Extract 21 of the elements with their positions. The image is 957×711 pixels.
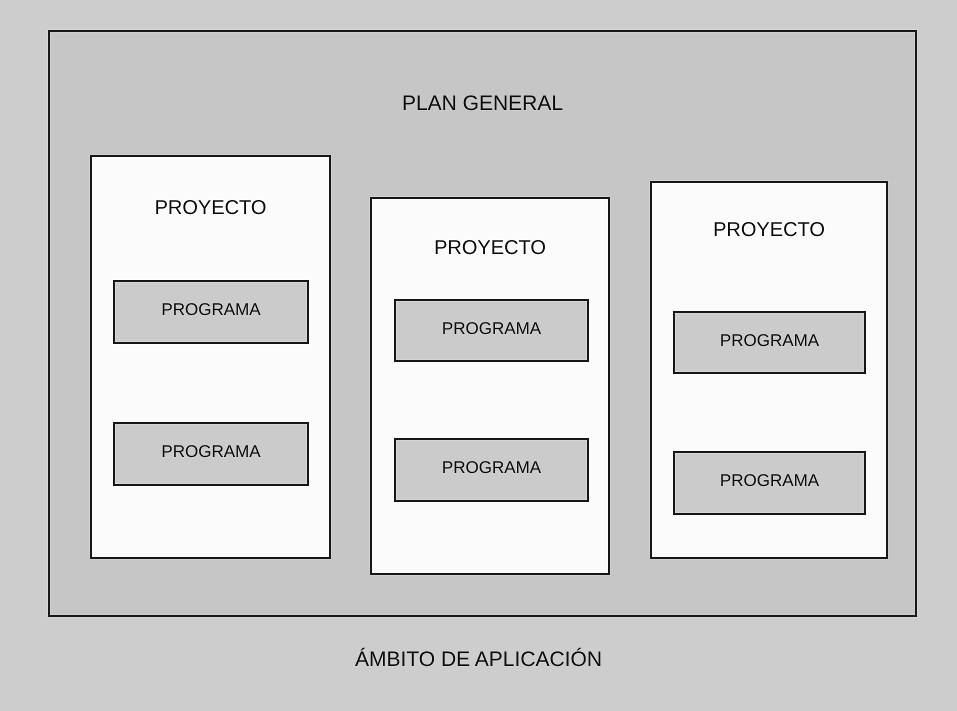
- node-label: PROYECTO: [154, 197, 268, 220]
- node-label: PROGRAMA: [440, 458, 542, 478]
- project-box: [90, 155, 331, 559]
- project-box: [650, 181, 888, 559]
- program-box: [394, 299, 589, 362]
- node-label: ÁMBITO DE APLICACIÓN: [354, 648, 603, 672]
- program-box: [673, 311, 866, 374]
- program-box: [394, 438, 589, 502]
- node-label: PROGRAMA: [718, 331, 820, 351]
- node-label: PROYECTO: [433, 237, 547, 260]
- node-label: PROGRAMA: [718, 471, 820, 491]
- node-label: PLAN GENERAL: [400, 92, 564, 116]
- node-label: PROGRAMA: [160, 442, 262, 462]
- program-box: [113, 280, 309, 344]
- program-box: [113, 422, 309, 486]
- program-box: [673, 451, 866, 515]
- node-label: PROGRAMA: [440, 319, 542, 339]
- project-box: [370, 197, 610, 575]
- plan-box: [48, 30, 917, 617]
- node-label: PROGRAMA: [160, 300, 262, 320]
- node-label: PROYECTO: [712, 219, 826, 242]
